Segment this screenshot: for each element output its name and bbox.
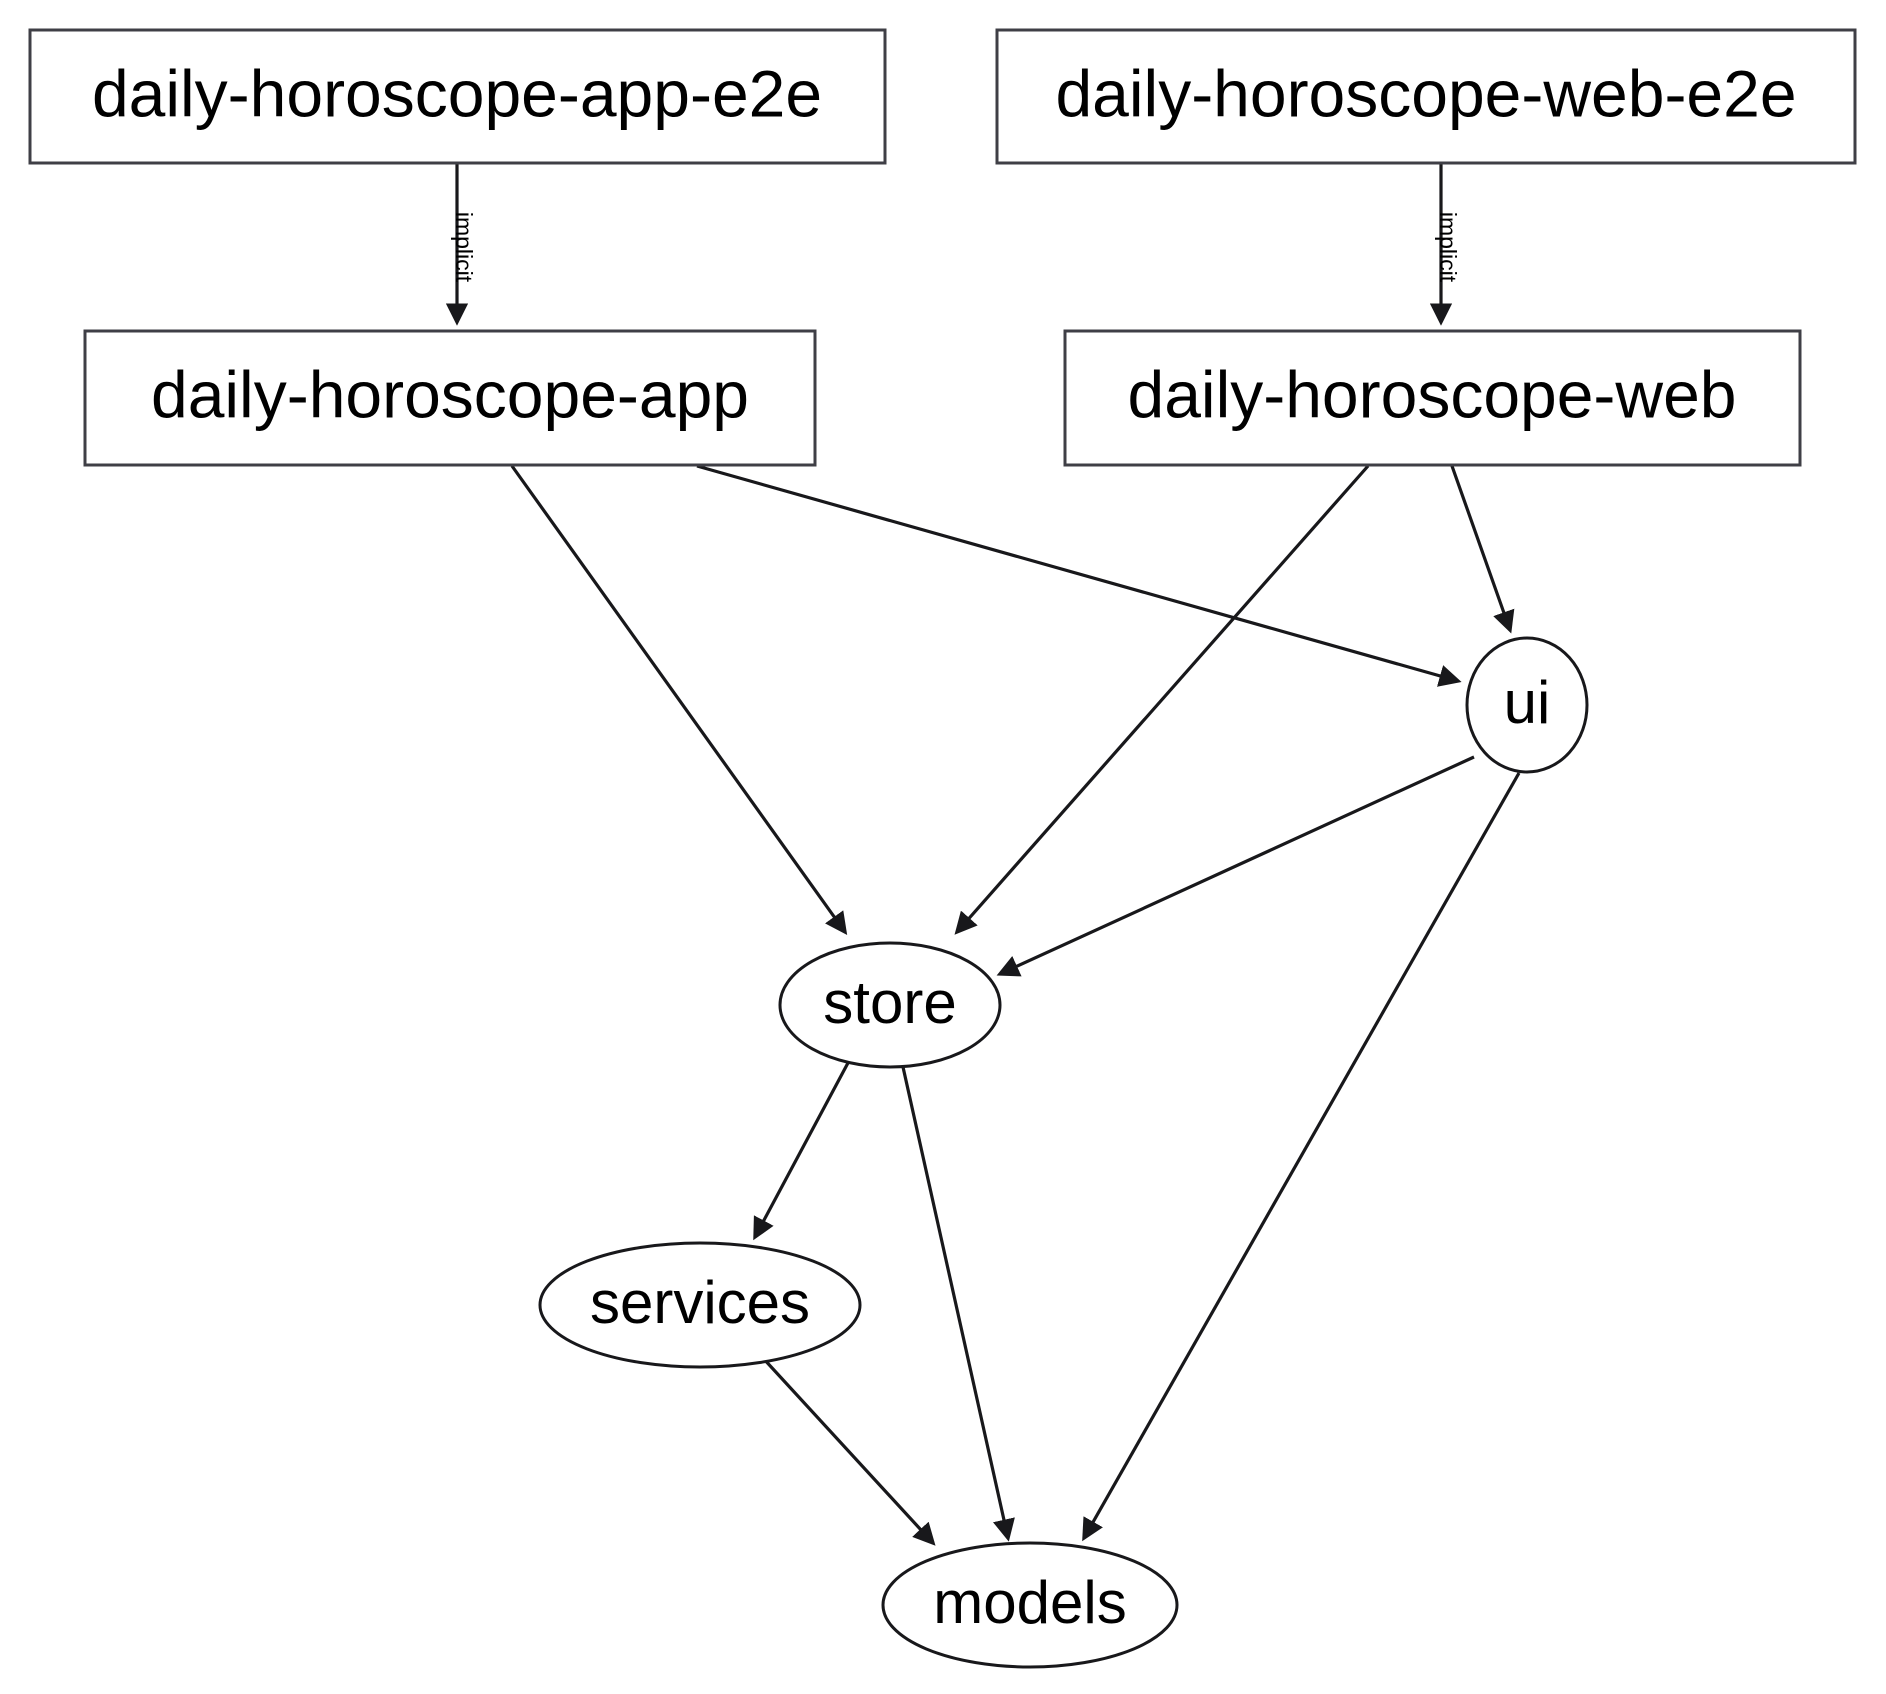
node-models[interactable]: models [881,1541,1179,1669]
node-ellipse-store[interactable] [778,941,1002,1069]
node-daily-horoscope-web[interactable]: daily-horoscope-web [1063,329,1802,467]
edge-ui-to-store [996,755,1475,977]
node-rect-daily-horoscope-web-e2e[interactable] [995,28,1857,165]
edge-web-to-ui [1450,465,1515,634]
edge-store-to-services [753,1060,851,1241]
node-store[interactable]: store [778,941,1002,1069]
node-daily-horoscope-web-e2e[interactable]: daily-horoscope-web-e2e [995,28,1857,165]
edge-web-to-store [954,464,1370,935]
node-label-daily-horoscope-app: daily-horoscope-app [151,357,749,431]
node-label-ui: ui [1504,669,1551,736]
node-daily-horoscope-app[interactable]: daily-horoscope-app [83,329,817,467]
edge-services-to-models [760,1355,936,1546]
node-label-services: services [590,1269,810,1336]
edge-app-e2e-to-app: implicit [445,163,477,326]
node-ellipse-services[interactable] [538,1241,862,1369]
edge-label-implicit-web: implicit [1435,212,1461,283]
edges-layer: implicit implicit [445,163,1521,1546]
node-label-daily-horoscope-web-e2e: daily-horoscope-web-e2e [1055,56,1796,130]
node-rect-daily-horoscope-app[interactable] [83,329,817,467]
node-rect-daily-horoscope-web[interactable] [1063,329,1802,467]
node-rect-daily-horoscope-app-e2e[interactable] [28,28,887,165]
node-ellipse-models[interactable] [881,1541,1179,1669]
edge-label-implicit-app: implicit [451,212,477,283]
node-daily-horoscope-app-e2e[interactable]: daily-horoscope-app-e2e [28,28,887,165]
edge-store-to-models [901,1066,1015,1542]
edge-app-to-ui [696,464,1462,687]
node-label-store: store [823,969,956,1036]
node-ui[interactable]: ui [1465,636,1589,774]
node-label-models: models [933,1569,1126,1636]
node-label-daily-horoscope-app-e2e: daily-horoscope-app-e2e [92,56,822,130]
node-ellipse-ui[interactable] [1465,636,1589,774]
node-label-daily-horoscope-web: daily-horoscope-web [1128,357,1737,431]
node-services[interactable]: services [538,1241,862,1369]
edge-app-to-store [510,465,848,936]
edge-web-e2e-to-web: implicit [1429,163,1461,326]
edge-ui-to-models [1082,772,1521,1542]
nodes-layer: daily-horoscope-app-e2e daily-horoscope-… [28,28,1857,1669]
